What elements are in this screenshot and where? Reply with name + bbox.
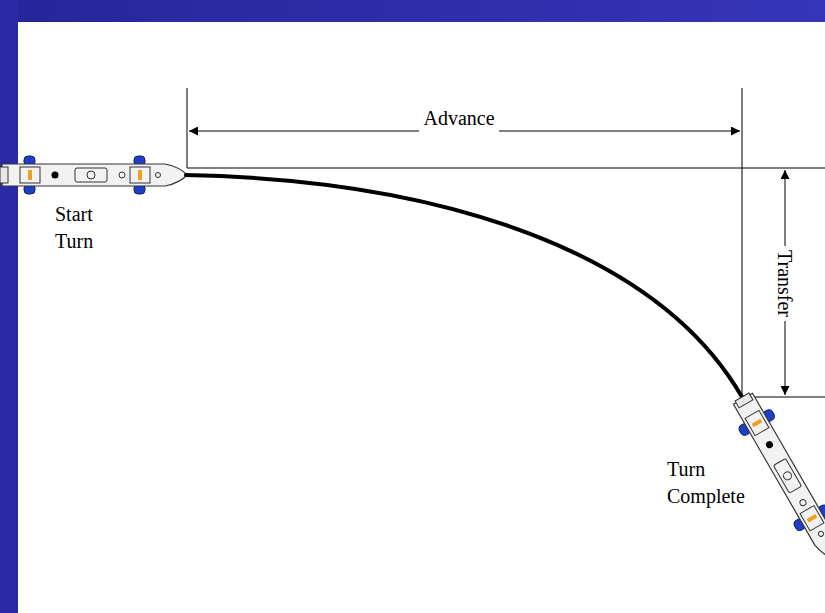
dimension-lines (187, 88, 825, 397)
position-label: Start Turn (55, 201, 115, 255)
dimension-label: Advance (419, 105, 498, 132)
top-band (0, 0, 825, 22)
left-band (0, 0, 18, 613)
position-label: Turn Complete (667, 456, 762, 510)
turn-track (185, 175, 742, 397)
ship-complete (726, 388, 825, 570)
dimension-label: Transfer (772, 245, 799, 320)
ship-start (0, 156, 188, 194)
